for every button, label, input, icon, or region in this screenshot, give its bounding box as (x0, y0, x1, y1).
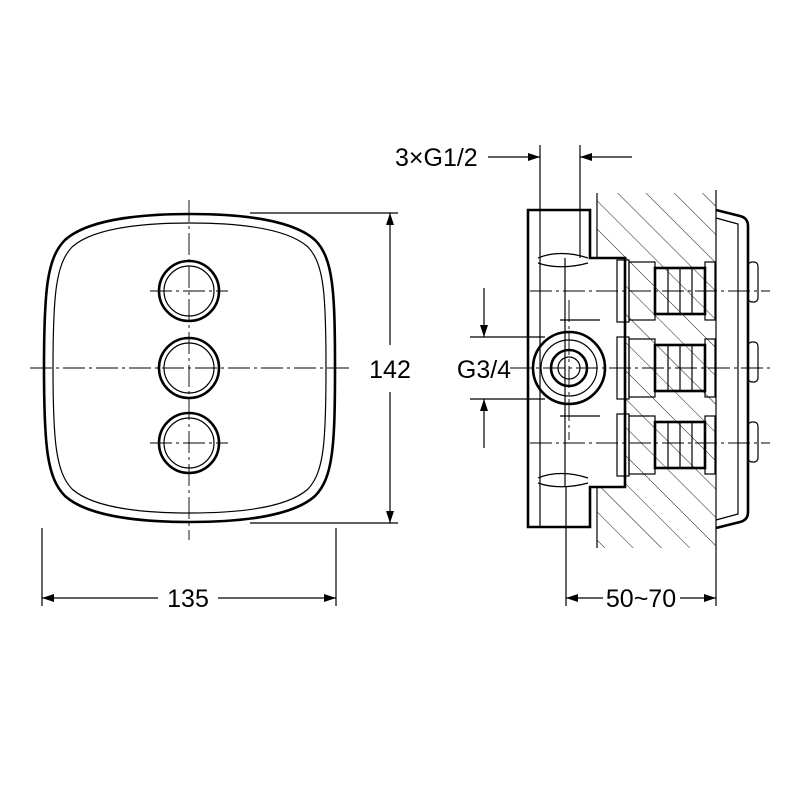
width-label: 135 (167, 585, 209, 613)
side-view (510, 190, 770, 555)
inlet-thread-label: G3/4 (457, 356, 511, 384)
housing-knob-bottom (747, 421, 759, 463)
dimension-inlet-thread: G3/4 (457, 288, 545, 448)
depth-label: 50~70 (606, 585, 676, 613)
mixer-body (526, 208, 627, 529)
dimension-outlet-threads: 3×G1/2 (395, 144, 632, 210)
height-label: 142 (369, 356, 411, 384)
dimension-depth: 50~70 (565, 487, 717, 613)
front-view (30, 200, 350, 540)
wall-housing (715, 208, 750, 530)
housing-knob-top (747, 261, 759, 303)
front-plate-inner (52, 222, 327, 514)
dimension-height: 142 (250, 212, 411, 524)
front-plate-outline (42, 212, 337, 524)
housing-knob-middle (747, 341, 759, 383)
cartridge-bottom (616, 413, 716, 477)
outlet-thread-label: 3×G1/2 (395, 144, 478, 172)
dimension-width: 135 (41, 528, 337, 613)
